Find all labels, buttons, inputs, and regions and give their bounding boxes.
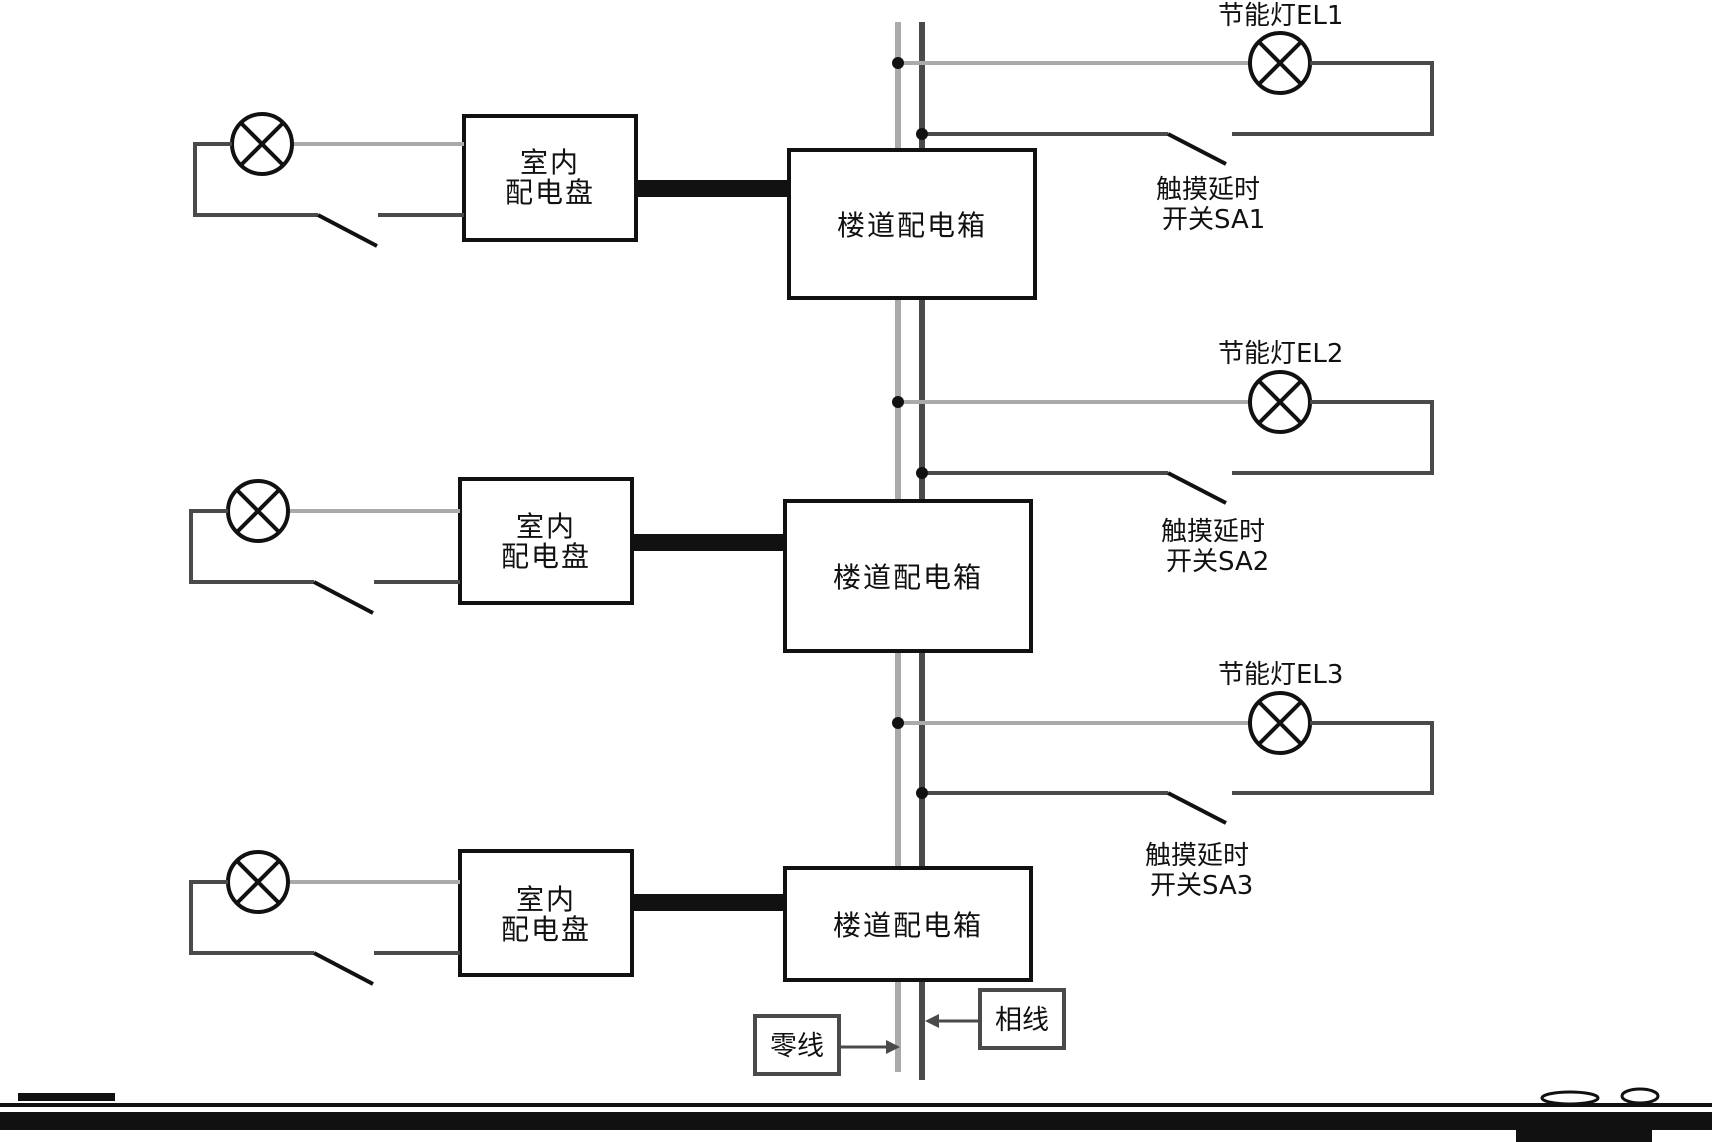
neutral-wire-tag: 零线 (753, 1014, 900, 1076)
feeder-cable (632, 534, 785, 551)
switch-label-line2: 开关SA3 (1150, 871, 1253, 901)
indoor-panel-label-line1: 室内 (520, 146, 580, 179)
corridor-distribution-box (783, 499, 1033, 653)
lamp-return-wire-3 (1232, 721, 1434, 795)
indoor-panel-label-line2: 配电盘 (501, 913, 591, 946)
junction-dot (892, 396, 904, 408)
indoor-panel-label-line1: 室内 (516, 510, 576, 543)
switch-blade-icon (317, 213, 378, 248)
corridor-box-label: 楼道配电箱 (837, 209, 987, 242)
switch-blade-icon (1167, 132, 1227, 166)
indoor-panel-label-line1: 室内 (516, 883, 576, 916)
lamp-icon (230, 112, 294, 176)
lamp-return-wire-2 (1232, 400, 1434, 475)
phase-wire-label: 相线 (995, 1005, 1049, 1036)
neutral-wire-label: 零线 (770, 1031, 824, 1062)
junction-dot (916, 467, 928, 479)
switch-label-line1: 触摸延时 (1145, 841, 1249, 871)
feeder-cable (636, 180, 789, 197)
indoor-distribution-panel (462, 114, 638, 242)
lamp-return-wire-1 (1232, 61, 1434, 136)
corridor-distribution-box (787, 148, 1037, 300)
junction-dot (892, 717, 904, 729)
lamp-icon (1248, 691, 1312, 755)
junction-dot (916, 787, 928, 799)
phase-wire-tag: 相线 (925, 988, 1066, 1050)
switch-label-line2: 开关SA1 (1162, 205, 1265, 235)
switch-blade-icon (313, 951, 374, 986)
lamp-icon (1248, 31, 1312, 95)
indoor-lamp-return (189, 880, 314, 955)
indoor-panel-label-line2: 配电盘 (501, 540, 591, 573)
indoor-lamp-return (189, 509, 314, 584)
indoor-distribution-panel (458, 477, 634, 605)
lamp-icon (226, 479, 290, 543)
switch-blade-icon (313, 580, 374, 615)
junction-dot (892, 57, 904, 69)
page-bottom-border (0, 1087, 1712, 1142)
lamp-label: 节能灯EL2 (1218, 339, 1343, 369)
indoor-panel-label-line2: 配电盘 (505, 176, 595, 209)
feeder-cable (632, 894, 785, 911)
arrowhead-icon (925, 1014, 939, 1028)
lamp-label: 节能灯EL3 (1218, 660, 1343, 690)
corridor-box-label: 楼道配电箱 (833, 561, 983, 594)
switch-label-line2: 开关SA2 (1166, 547, 1269, 577)
switch-label-line1: 触摸延时 (1156, 175, 1260, 205)
arrowhead-icon (886, 1040, 900, 1054)
floor-3: 节能灯EL3 触摸延时 开关SA3 楼道配电箱 室内 配电盘 (189, 660, 1434, 986)
corridor-box-label: 楼道配电箱 (833, 909, 983, 942)
lamp-icon (1248, 370, 1312, 434)
indoor-lamp-return (193, 142, 318, 217)
indoor-distribution-panel (458, 849, 634, 977)
floor-2: 节能灯EL2 触摸延时 开关SA2 楼道配电箱 室内 配电盘 (189, 339, 1434, 653)
corridor-distribution-box (783, 866, 1033, 982)
switch-blade-icon (1167, 471, 1227, 505)
switch-blade-icon (1167, 791, 1227, 825)
switch-label-line1: 触摸延时 (1161, 517, 1265, 547)
floor-1: 节能灯EL1 触摸延时 开关SA1 楼道配电箱 室内 配电盘 (193, 1, 1434, 300)
lamp-label: 节能灯EL1 (1218, 1, 1343, 31)
lamp-icon (226, 850, 290, 914)
junction-dot (916, 128, 928, 140)
